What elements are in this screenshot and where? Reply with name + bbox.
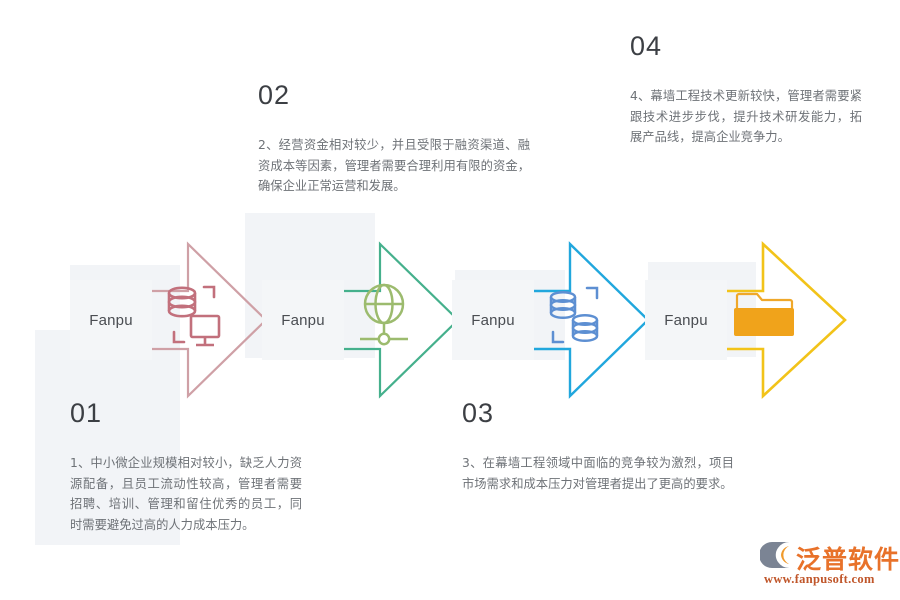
- step-2-text-block: 02 2、经营资金相对较少，并且受限于融资渠道、融资成本等因素，管理者需要合理利…: [258, 82, 530, 197]
- step-2-description: 2、经营资金相对较少，并且受限于融资渠道、融资成本等因素，管理者需要合理利用有限…: [258, 138, 530, 193]
- step-3-description: 3、在幕墙工程领域中面临的竞争较为激烈，项目市场需求和成本压力对管理者提出了更高…: [462, 456, 734, 491]
- folder-icon: [733, 286, 801, 348]
- process-step-4[interactable]: Fanpu: [645, 240, 850, 400]
- fanpu-logo: 泛普软件 www.fanpusoft.com: [758, 538, 899, 590]
- step-2-label-box: Fanpu: [262, 280, 344, 360]
- step-4-number: 04: [630, 31, 663, 61]
- step-1-description: 1、中小微企业规模相对较小，缺乏人力资源配备，且员工流动性较高，管理者需要招聘、…: [70, 456, 302, 532]
- step-3-text-block: 03 3、在幕墙工程领域中面临的竞争较为激烈，项目市场需求和成本压力对管理者提出…: [462, 400, 734, 494]
- step-1-number: 01: [70, 398, 103, 428]
- step-4-label: Fanpu: [664, 311, 708, 329]
- process-step-1[interactable]: Fanpu: [70, 240, 270, 400]
- step-3-label: Fanpu: [471, 311, 515, 329]
- dual-database-scan-icon: [540, 282, 610, 356]
- step-4-description: 4、幕墙工程技术更新较快，管理者需要紧跟技术进步步伐，提升技术研发能力，拓展产品…: [630, 89, 862, 144]
- fanpu-logo-mark: [760, 541, 790, 569]
- step-4-text-block: 04 4、幕墙工程技术更新较快，管理者需要紧跟技术进步步伐，提升技术研发能力，拓…: [630, 33, 862, 148]
- step-2-label: Fanpu: [281, 311, 325, 329]
- globe-network-icon: [354, 282, 414, 356]
- step-1-text-block: 01 1、中小微企业规模相对较小，缺乏人力资源配备，且员工流动性较高，管理者需要…: [70, 400, 302, 535]
- logo-url: www.fanpusoft.com: [764, 572, 875, 586]
- step-3-label-box: Fanpu: [452, 280, 534, 360]
- step-1-label: Fanpu: [89, 311, 133, 329]
- process-step-3[interactable]: Fanpu: [452, 240, 652, 400]
- step-4-label-box: Fanpu: [645, 280, 727, 360]
- step-3-number: 03: [462, 398, 495, 428]
- process-step-2[interactable]: Fanpu: [262, 240, 462, 400]
- bg-panel-left-tall: [35, 330, 180, 545]
- chevron-arrow-4: [646, 241, 847, 399]
- step-1-label-box: Fanpu: [70, 280, 152, 360]
- database-monitor-scan-icon: [158, 280, 230, 358]
- step-2-number: 02: [258, 80, 291, 110]
- logo-name: 泛普软件: [796, 545, 900, 574]
